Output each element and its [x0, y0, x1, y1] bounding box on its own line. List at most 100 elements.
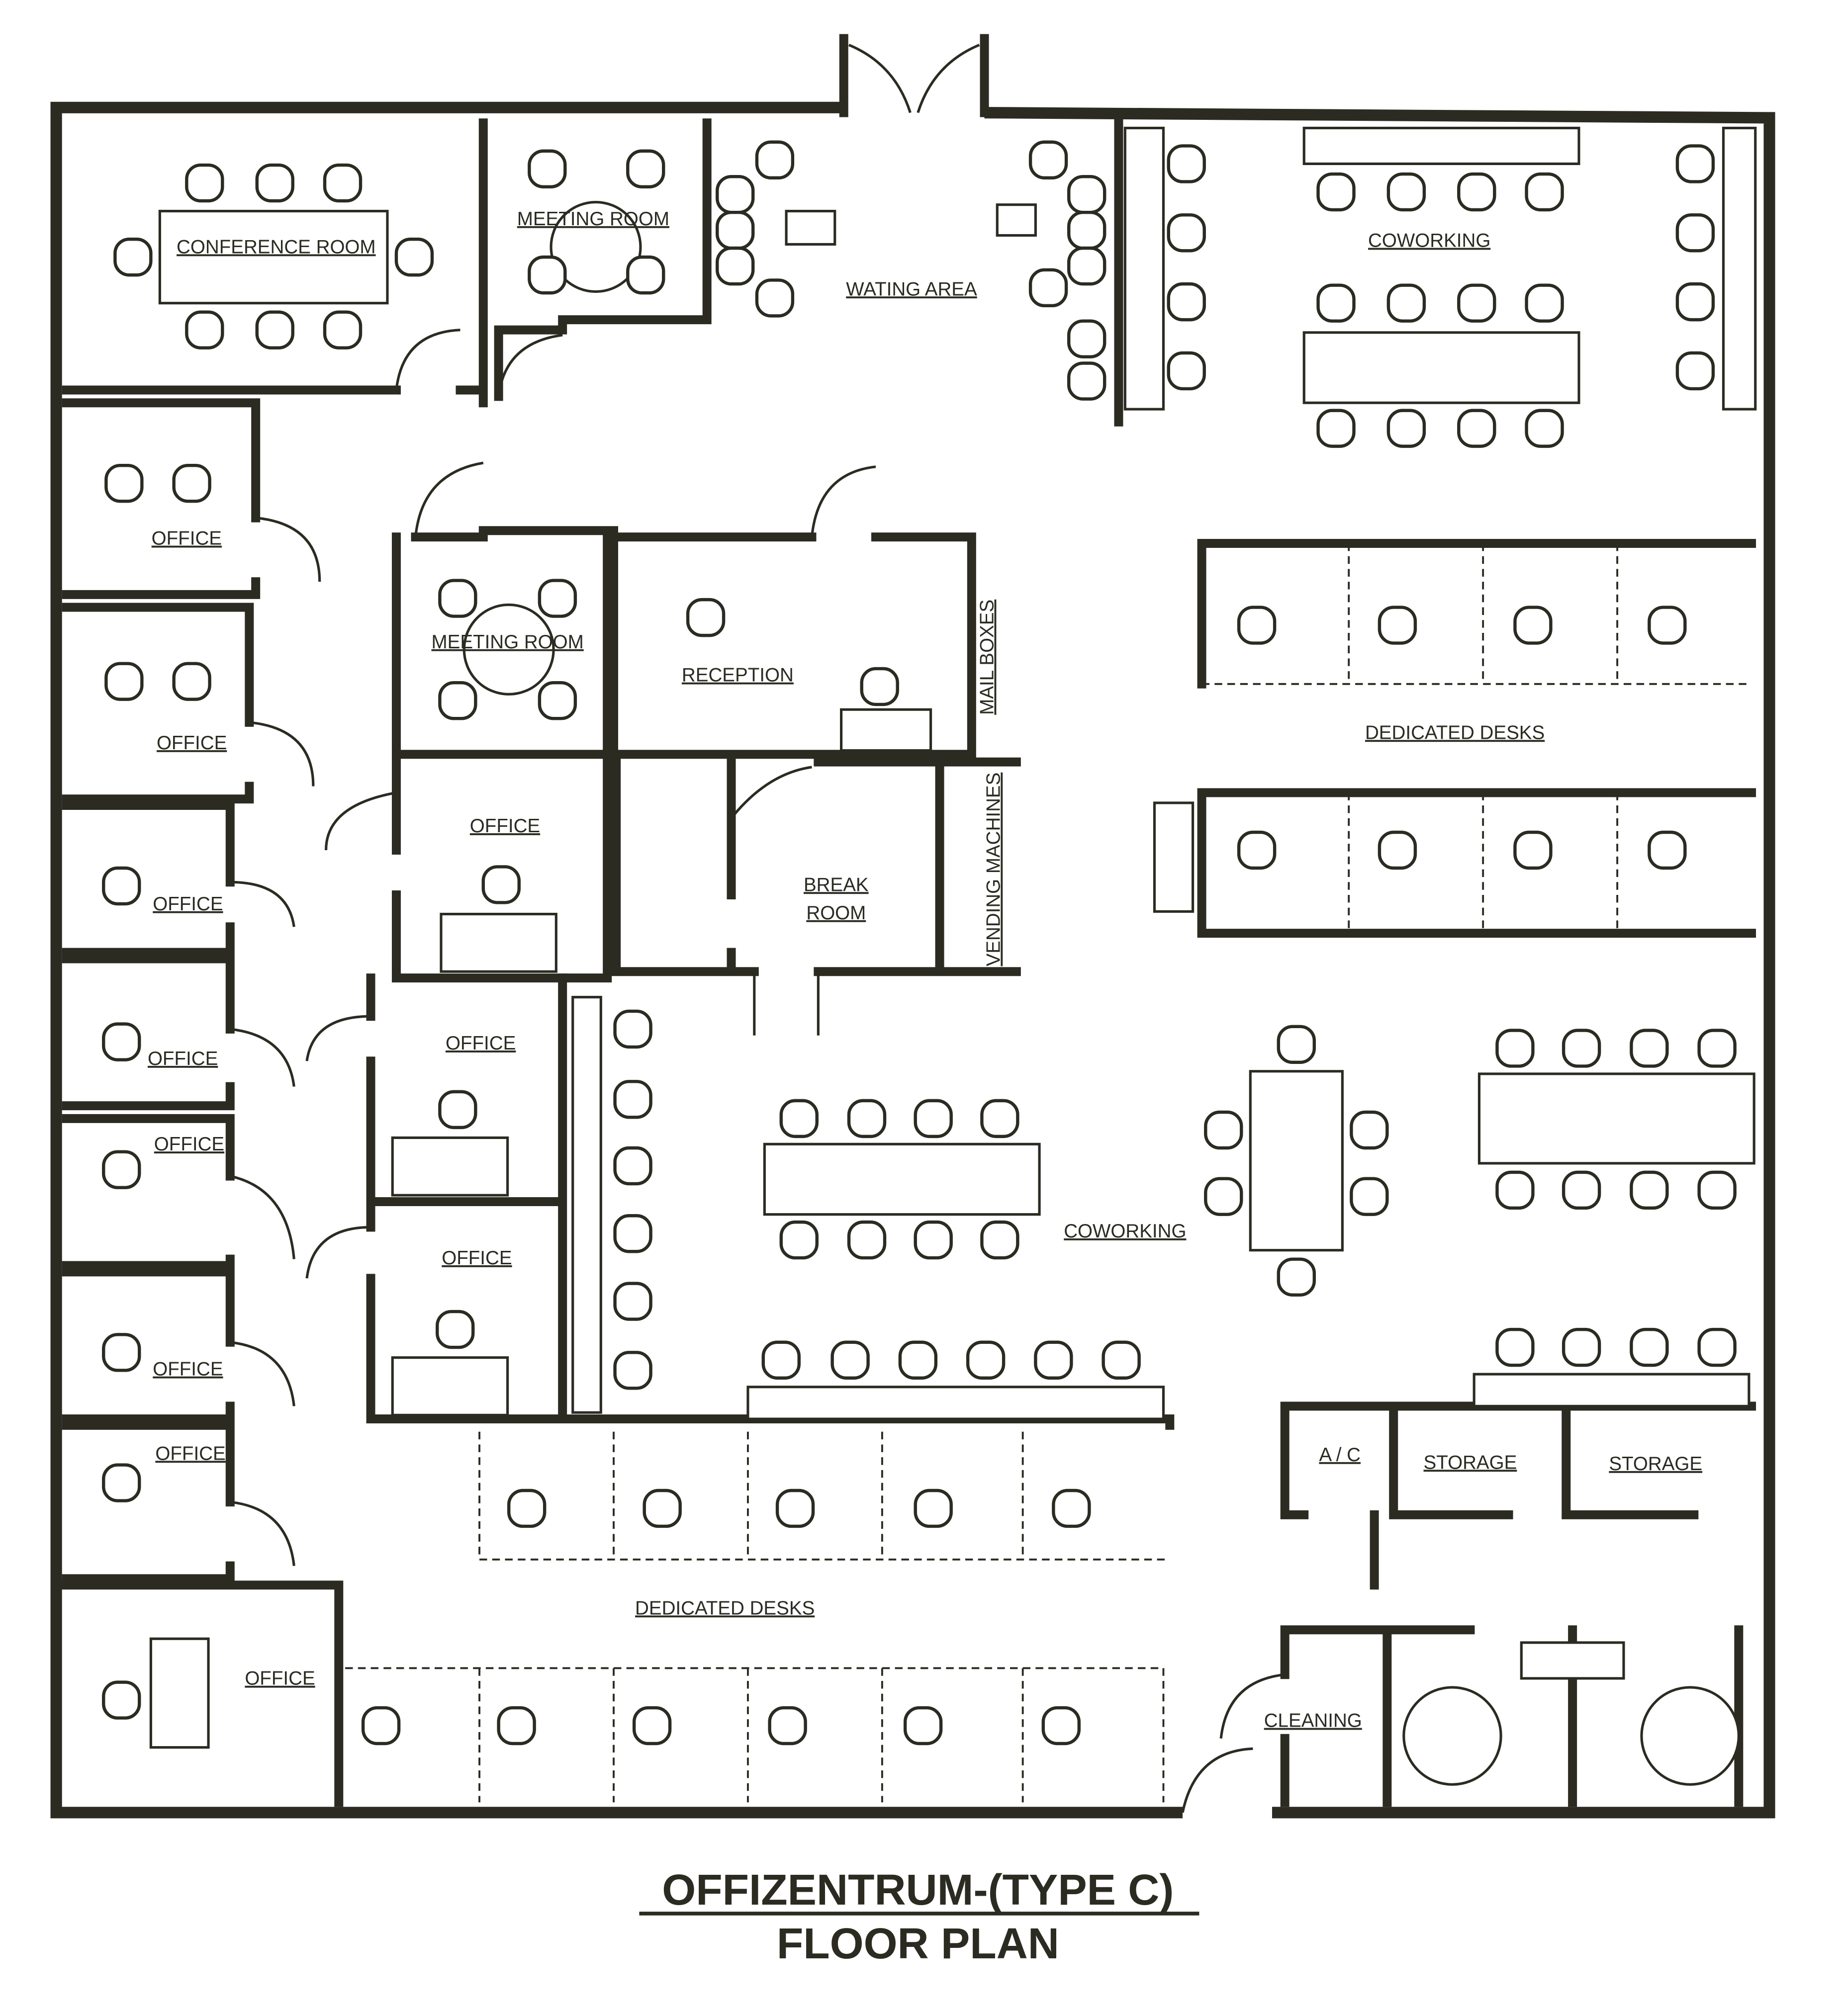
chair	[626, 255, 665, 295]
chair	[1630, 1170, 1669, 1210]
chair	[755, 140, 795, 179]
chair	[1067, 319, 1106, 358]
chair	[1350, 1177, 1389, 1216]
label-break-room-1: BREAK	[804, 874, 869, 895]
chair	[1167, 213, 1206, 253]
chair	[980, 1099, 1019, 1139]
chair	[1675, 282, 1715, 322]
chair	[104, 662, 144, 701]
label-office: OFFICE	[446, 1033, 516, 1054]
label-break-room-2: ROOM	[806, 902, 866, 924]
chair	[903, 1706, 943, 1746]
chair	[914, 1099, 953, 1139]
chair	[1316, 409, 1356, 448]
chair	[1386, 172, 1426, 212]
chair	[185, 163, 224, 203]
chair	[686, 598, 726, 637]
chair	[1648, 606, 1687, 645]
label-coworking-top: COWORKING	[1368, 230, 1490, 252]
chair	[438, 681, 477, 720]
chair	[102, 1150, 141, 1189]
chair	[438, 579, 477, 618]
chair	[361, 1706, 401, 1746]
label-office: OFFICE	[245, 1668, 315, 1689]
chair	[761, 1340, 801, 1380]
round-table	[462, 603, 555, 696]
chair	[613, 1146, 652, 1186]
chair	[626, 149, 665, 188]
table	[1722, 126, 1757, 411]
label-coworking-center: COWORKING	[1064, 1221, 1186, 1242]
chair	[1277, 1257, 1316, 1297]
chair	[1378, 606, 1417, 645]
chair	[102, 1022, 141, 1061]
label-storage-1: STORAGE	[1424, 1452, 1517, 1473]
chair	[323, 163, 363, 203]
table	[1473, 1373, 1750, 1407]
label-office: OFFICE	[153, 893, 223, 915]
label-office: OFFICE	[153, 1359, 223, 1380]
chair	[438, 1090, 477, 1130]
chair	[1675, 351, 1715, 391]
chair	[102, 1680, 141, 1720]
chair	[755, 278, 795, 318]
chair	[538, 579, 577, 618]
chair	[1562, 1029, 1601, 1068]
label-reception: RECEPTION	[682, 665, 794, 686]
table	[158, 210, 389, 305]
chair	[716, 246, 755, 286]
label-ac: A / C	[1319, 1444, 1361, 1466]
furniture	[102, 126, 1757, 1786]
chair	[613, 1080, 652, 1119]
table	[440, 912, 557, 973]
chair	[768, 1706, 807, 1746]
chair	[1457, 409, 1496, 448]
chair	[613, 1282, 652, 1321]
chair	[716, 175, 755, 214]
label-office: OFFICE	[470, 815, 540, 837]
label-mail-boxes: MAIL BOXES	[977, 600, 998, 715]
chair	[1630, 1029, 1669, 1068]
label-dedicated-desks-right: DEDICATED DESKS	[1365, 722, 1545, 743]
chair	[436, 1310, 475, 1349]
chair	[102, 1333, 141, 1372]
chair	[1525, 409, 1564, 448]
chair	[1495, 1029, 1535, 1068]
label-storage-2: STORAGE	[1609, 1453, 1702, 1475]
chair	[255, 310, 294, 350]
chair	[1378, 830, 1417, 870]
chair	[613, 1214, 652, 1253]
chair	[914, 1220, 953, 1260]
chair	[1562, 1327, 1601, 1367]
chair	[1513, 606, 1553, 645]
label-office: OFFICE	[155, 1443, 225, 1464]
chair	[643, 1489, 682, 1528]
chair	[1067, 175, 1106, 214]
table	[391, 1356, 509, 1416]
chair	[860, 667, 899, 706]
table	[149, 1637, 210, 1749]
table	[996, 203, 1037, 237]
table	[1520, 1641, 1625, 1680]
chair	[1648, 830, 1687, 870]
plan-title: OFFIZENTRUM-(TYPE C) FLOOR PLAN	[639, 1865, 1199, 1968]
chair	[716, 210, 755, 250]
chair	[185, 310, 224, 350]
chair	[830, 1340, 870, 1380]
chair	[847, 1099, 887, 1139]
chair	[1167, 282, 1206, 322]
chair	[1495, 1170, 1535, 1210]
round-table	[1640, 1686, 1740, 1786]
chair	[394, 237, 434, 277]
room-labels: CONFERENCE ROOM MEETING ROOM WATING AREA…	[148, 208, 1702, 1732]
chair	[538, 681, 577, 720]
chair	[898, 1340, 938, 1380]
label-office: OFFICE	[148, 1048, 218, 1069]
chair	[1052, 1489, 1091, 1528]
round-table	[1402, 1686, 1502, 1786]
chair	[914, 1489, 953, 1528]
chair	[1457, 283, 1496, 323]
label-office: OFFICE	[157, 732, 227, 754]
chair	[1316, 172, 1356, 212]
